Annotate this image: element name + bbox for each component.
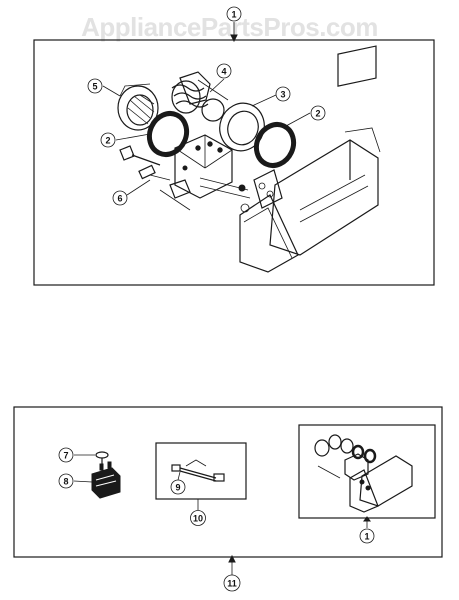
svg-text:4: 4 <box>221 67 226 77</box>
callout-1-top[interactable]: 1 <box>226 6 242 22</box>
svg-text:8: 8 <box>63 477 68 487</box>
callout-4[interactable]: 4 <box>216 63 232 79</box>
callout-3[interactable]: 3 <box>275 86 291 102</box>
svg-text:2: 2 <box>105 136 110 146</box>
gasket-part-2-right <box>253 122 297 168</box>
callout-2-left[interactable]: 2 <box>100 132 116 148</box>
callout-2-right[interactable]: 2 <box>310 105 326 121</box>
gasket-part-2-left <box>146 111 190 157</box>
callout-1-small[interactable]: 1 <box>359 528 375 544</box>
water-valve-body <box>169 134 251 199</box>
top-assembly-frame <box>33 39 435 286</box>
callout-8[interactable]: 8 <box>58 473 74 489</box>
svg-text:1: 1 <box>231 10 236 20</box>
callout-6[interactable]: 6 <box>112 190 128 206</box>
watermark-text: AppliancePartsPros.com <box>81 12 378 42</box>
svg-text:3: 3 <box>280 90 285 100</box>
callout-5[interactable]: 5 <box>87 78 103 94</box>
svg-text:5: 5 <box>92 82 97 92</box>
wire-harness-part-9 <box>171 459 225 482</box>
svg-text:11: 11 <box>227 579 237 589</box>
svg-text:6: 6 <box>117 194 122 204</box>
svg-text:9: 9 <box>175 483 180 493</box>
wire-harness-frame <box>155 442 247 500</box>
small-assembly-frame <box>298 424 436 519</box>
fill-cup-part-5 <box>117 83 159 131</box>
svg-text:10: 10 <box>193 514 203 524</box>
ice-maker-housing <box>238 45 381 273</box>
solenoid-part-8 <box>91 461 121 499</box>
svg-text:7: 7 <box>63 451 68 461</box>
kit-frame <box>13 406 443 558</box>
svg-text:1: 1 <box>364 532 369 542</box>
callout-9[interactable]: 9 <box>170 479 186 495</box>
callout-11[interactable]: 11 <box>223 574 241 592</box>
callout-10[interactable]: 10 <box>190 510 206 526</box>
spring-assembly-part-4 <box>171 71 229 122</box>
svg-text:2: 2 <box>315 109 320 119</box>
mounting-screws <box>119 145 171 181</box>
callout-7[interactable]: 7 <box>58 447 74 463</box>
small-ice-maker-assembly <box>314 434 413 513</box>
